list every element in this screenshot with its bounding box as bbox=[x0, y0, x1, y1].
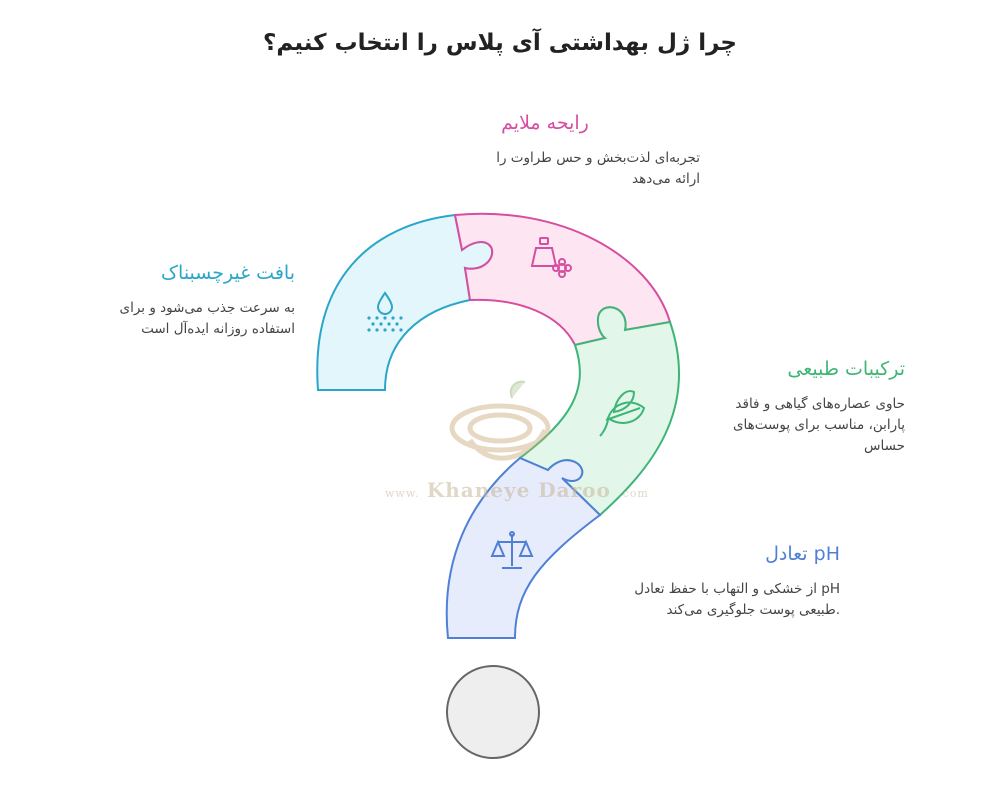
feature-heading: بافت غیرچسبناک bbox=[161, 262, 295, 284]
feature-heading: رایحه ملایم bbox=[501, 112, 589, 134]
watermark-suffix: .com bbox=[618, 487, 649, 500]
feature-natural: ترکیبات طبیعی حاوی عصاره‌های گیاهی و فاق… bbox=[700, 358, 905, 457]
leaves-icon bbox=[599, 390, 646, 437]
watermark-prefix: www. bbox=[385, 487, 420, 500]
feature-texture: بافت غیرچسبناک به سرعت جذب می‌شود و برای… bbox=[80, 262, 296, 340]
feature-description: به سرعت جذب می‌شود و برای استفاده روزانه… bbox=[80, 298, 296, 340]
feature-heading: ترکیبات طبیعی bbox=[787, 358, 905, 380]
question-mark-dot bbox=[446, 665, 540, 759]
puzzle-piece-natural bbox=[518, 306, 680, 517]
description-line: .طبیعی پوست جلوگیری می‌کند bbox=[666, 601, 841, 618]
description-line: حاوی عصاره‌های گیاهی و فاقد bbox=[735, 396, 905, 412]
water-drop-spray-icon bbox=[367, 291, 403, 332]
feature-description: تجربه‌ای لذت‌بخش و حس طراوت را ارائه می‌… bbox=[440, 148, 700, 190]
description-line: پارابن، مناسب برای پوست‌های bbox=[732, 416, 905, 433]
watermark-text: www. Khaneye Daroo .com bbox=[385, 478, 649, 502]
description-line: به سرعت جذب می‌شود و برای bbox=[119, 300, 296, 316]
description-line: pH از خشکی و التهاب با حفظ تعادل bbox=[634, 581, 840, 597]
feature-description: حاوی عصاره‌های گیاهی و فاقد پارابن، مناس… bbox=[700, 394, 905, 457]
description-line: تجربه‌ای لذت‌بخش و حس طراوت را bbox=[496, 150, 700, 166]
perfume-flower-icon bbox=[530, 237, 572, 278]
feature-description: pH از خشکی و التهاب با حفظ تعادل .طبیعی … bbox=[595, 579, 840, 621]
feature-fragrance: رایحه ملایم تجربه‌ای لذت‌بخش و حس طراوت … bbox=[440, 112, 700, 190]
description-line: استفاده روزانه ایده‌آل است bbox=[141, 320, 295, 337]
feature-heading: pH تعادل bbox=[765, 543, 840, 565]
puzzle-piece-fragrance bbox=[453, 212, 672, 347]
watermark-logo bbox=[449, 380, 551, 461]
description-line: ارائه می‌دهد bbox=[631, 170, 700, 187]
description-line: حساس bbox=[864, 437, 905, 454]
balance-scale-icon bbox=[490, 531, 534, 569]
diagram-title: چرا ژل بهداشتی آی پلاس را انتخاب کنیم؟ bbox=[263, 30, 737, 56]
watermark-brand: Khaneye Daroo bbox=[426, 478, 611, 502]
feature-ph: pH تعادل pH از خشکی و التهاب با حفظ تعاد… bbox=[595, 543, 840, 621]
